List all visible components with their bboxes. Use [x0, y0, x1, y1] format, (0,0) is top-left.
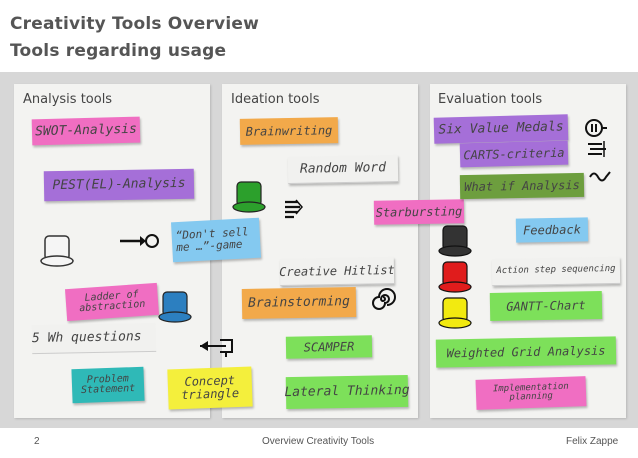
- black-hat-icon: [438, 225, 472, 257]
- footer-center-text: Overview Creativity Tools: [262, 436, 375, 447]
- note-carts-criteria[interactable]: CARTS-criteria: [459, 140, 569, 168]
- evaluation-tools-heading: Evaluation tools: [438, 92, 543, 107]
- note-ladder-of-abstraction[interactable]: Ladder of abstraction: [64, 282, 160, 322]
- page-number: 2: [34, 436, 40, 447]
- note-creative-hitlist[interactable]: Creative Hitlist: [279, 257, 395, 286]
- note-problem-statement[interactable]: Problem Statement: [71, 366, 145, 404]
- note-brainstorming[interactable]: Brainstorming: [241, 287, 357, 319]
- red-hat-icon: [438, 261, 472, 293]
- slide-title: Creativity Tools Overview: [10, 14, 260, 34]
- footer-author: Felix Zappe: [566, 436, 619, 447]
- wrench-arrow-icon: [200, 339, 233, 357]
- spiral-icon: [372, 288, 396, 310]
- wave-icon: [589, 171, 611, 182]
- note-concept-triangle[interactable]: Concept triangle: [167, 366, 253, 410]
- yellow-hat-icon: [438, 297, 472, 329]
- note-feedback[interactable]: Feedback: [515, 217, 589, 243]
- analysis-tools-heading: Analysis tools: [23, 92, 113, 107]
- note-lateral-thinking[interactable]: Lateral Thinking: [284, 374, 410, 410]
- medal-icon: [585, 119, 607, 137]
- note-what-if-analysis[interactable]: What if Analysis: [459, 172, 585, 200]
- slide-subtitle: Tools regarding usage: [10, 41, 227, 61]
- note-dont-sell-game[interactable]: “Don't sell me …”-game: [171, 217, 261, 263]
- note-weighted-grid-analysis[interactable]: Weighted Grid Analysis: [435, 336, 617, 368]
- note-implementation-planning[interactable]: Implementation planning: [475, 376, 587, 410]
- note-5-wh-questions[interactable]: 5 Wh questions: [31, 322, 157, 355]
- blue-hat-icon: [158, 291, 192, 323]
- filter-lines-icon: [588, 141, 606, 157]
- note-scamper[interactable]: SCAMPER: [285, 335, 373, 359]
- note-random-word[interactable]: Random Word: [287, 155, 399, 184]
- note-six-value-medals[interactable]: Six Value Medals: [433, 114, 569, 144]
- green-hat-icon: [232, 181, 266, 213]
- note-pest-analysis[interactable]: PEST(EL)-Analysis: [43, 168, 195, 202]
- note-action-step-sequencing[interactable]: Action step sequencing: [491, 256, 621, 287]
- note-brainwriting[interactable]: Brainwriting: [239, 117, 339, 145]
- note-starbursting[interactable]: Starbursting: [373, 199, 465, 225]
- note-gantt-chart[interactable]: GANTT-Chart: [489, 291, 603, 321]
- white-hat-icon: [40, 235, 74, 267]
- brush-lines-icon: [285, 199, 303, 219]
- arrow-circle-icon: [120, 234, 159, 248]
- note-swot-analysis[interactable]: SWOT-Analysis: [31, 116, 141, 146]
- ideation-tools-heading: Ideation tools: [231, 92, 320, 107]
